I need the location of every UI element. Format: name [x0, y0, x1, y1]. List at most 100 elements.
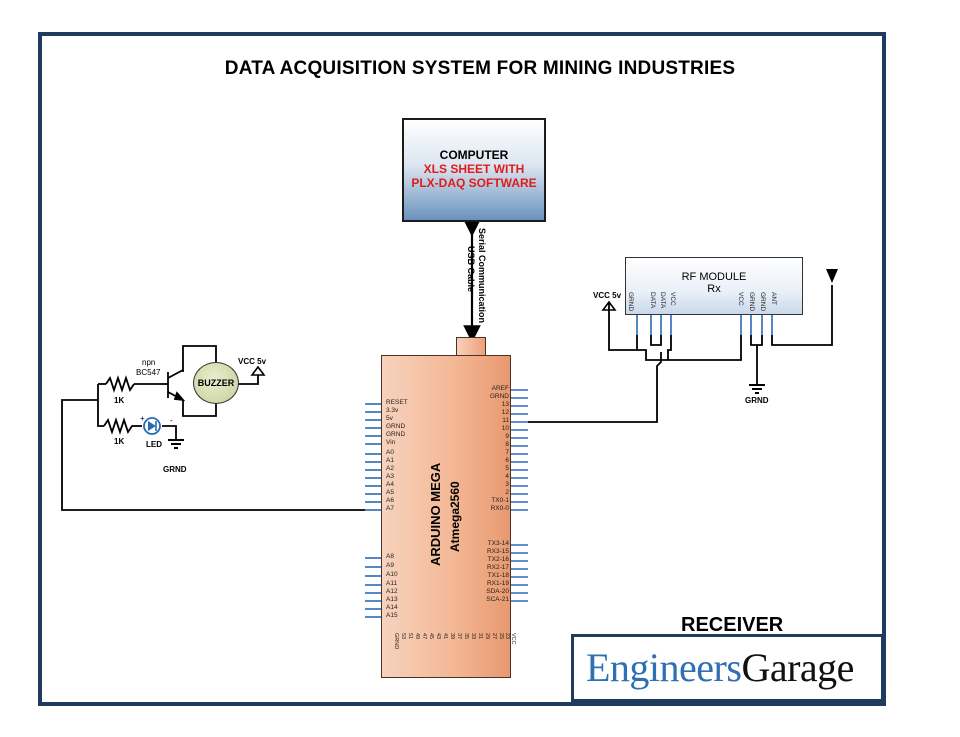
pin-label: 33 [470, 633, 476, 640]
computer-box: COMPUTER XLS SHEET WITH PLX-DAQ SOFTWARE [402, 118, 546, 222]
pin-label: RX3-15 [486, 548, 509, 555]
pin-label: 27 [491, 633, 497, 640]
pin-label: A8 [386, 553, 394, 560]
transistor-model-label: BC547 [136, 368, 161, 377]
wire-pin11-to-rf [528, 352, 662, 423]
pin-label: A14 [386, 604, 398, 611]
diagram-frame [38, 32, 886, 706]
pin-label: TX2-16 [487, 556, 509, 563]
pin-label: 37 [456, 633, 462, 640]
pin-label: RX1-19 [486, 580, 509, 587]
pin-label: 5 [505, 465, 509, 472]
resistor-bottom-label: 1K [114, 437, 125, 446]
pin-label: A6 [386, 497, 394, 504]
pin-label: GRND [386, 423, 406, 430]
pin-label: 47 [421, 633, 427, 640]
pin-label: SCA-21 [486, 596, 509, 603]
rf-pin-label: GRND [748, 292, 755, 312]
pin-label: 5v [386, 415, 393, 422]
pin-label: 10 [501, 425, 509, 432]
rf-module-subtitle: Rx [707, 283, 721, 295]
diagram-title: DATA ACQUISITION SYSTEM FOR MINING INDUS… [224, 58, 736, 79]
resistor-top-label: 1K [114, 396, 125, 405]
pin-label: 9 [505, 433, 509, 440]
npn-transistor-symbol [160, 369, 186, 402]
usb-cable-label: USB Cable [466, 246, 476, 293]
rf-pin-label: VCC [669, 292, 676, 306]
led-minus-label: - [170, 416, 173, 425]
pin-label: 43 [435, 633, 441, 640]
pin-label: A5 [386, 489, 394, 496]
engineers-garage-logo: EngineersGarage [571, 634, 884, 702]
pin-label: A12 [386, 588, 398, 595]
computer-label: COMPUTER [439, 148, 509, 162]
pin-label: 31 [477, 633, 483, 640]
transistor-type-label: npn [142, 358, 156, 367]
pin-label: 13 [501, 401, 509, 408]
pin-label: A1 [386, 457, 394, 464]
pin-label: 2 [505, 489, 509, 496]
receiver-label: RECEIVER [681, 614, 784, 636]
pin-label: VCC [510, 633, 516, 645]
buzzer: BUZZER [193, 362, 239, 404]
rf-pin-label: GRND [759, 292, 766, 312]
pin-label: TX1-18 [487, 572, 509, 579]
antenna-symbol [826, 269, 838, 283]
pin-label: A11 [386, 580, 398, 587]
pin-label: A0 [386, 449, 394, 456]
arduino-right-pin-stubs [511, 389, 528, 602]
pin-label: 3 [505, 481, 509, 488]
pin-label: 6 [505, 457, 509, 464]
pin-label: A3 [386, 473, 394, 480]
alarm-vcc-symbol [250, 365, 266, 376]
rf-wiring [608, 285, 833, 385]
pin-label: SDA-20 [486, 588, 509, 595]
rf-pin-label: VCC [737, 292, 744, 306]
rf-pin-label: DATA [649, 292, 656, 309]
pin-label: RESET [386, 399, 408, 406]
pin-label: 39 [449, 633, 455, 640]
alarm-wiring [61, 345, 365, 511]
pin-label: A4 [386, 481, 394, 488]
rf-vcc-label: VCC 5v [593, 291, 622, 300]
rf-pin-label: GRND [627, 292, 634, 312]
pin-label: GRND [393, 633, 399, 650]
computer-software-line2: PLX-DAQ SOFTWARE [411, 176, 537, 190]
pin-label: 51 [407, 633, 413, 640]
pin-label: GRND [489, 393, 509, 400]
pin-label: A10 [386, 571, 398, 578]
pin-label: 12 [501, 409, 509, 416]
pin-label: RX2-17 [486, 564, 509, 571]
pin-label: GRND [386, 431, 406, 438]
pin-label: A13 [386, 596, 398, 603]
resistor-1k-bottom [103, 417, 134, 435]
rf-pin-stubs [636, 315, 773, 335]
pin-label: RX0-0 [490, 505, 509, 512]
pin-label: 8 [505, 441, 509, 448]
arduino-chip: Atmega2560 [448, 481, 462, 552]
logo-part2: Garage [741, 645, 854, 690]
led-symbol [143, 417, 161, 435]
rf-pin-label: DATA [659, 292, 666, 309]
rf-pin-label: ANT [770, 292, 777, 305]
resistor-1k-top [105, 375, 135, 393]
led-label: LED [146, 440, 162, 449]
arduino-name: ARDUINO MEGA [428, 462, 443, 566]
computer-software-line1: XLS SHEET WITH [423, 162, 525, 176]
pin-label: A2 [386, 465, 394, 472]
pin-label: 29 [484, 633, 490, 640]
pin-label: 41 [442, 633, 448, 640]
pin-label: 7 [505, 449, 509, 456]
alarm-ground-label: GRND [163, 465, 187, 474]
logo-part1: Engineers [586, 645, 742, 690]
arduino-mega-board [381, 355, 511, 678]
serial-communication-label: Serial Communication [477, 228, 487, 324]
rf-ground-label: GRND [745, 396, 769, 405]
pin-label: TX3-14 [487, 540, 509, 547]
pin-label: Vin [386, 439, 396, 446]
pin-label: 4 [505, 473, 509, 480]
alarm-ground-symbol [168, 439, 184, 449]
rf-module-title: RF MODULE [681, 271, 747, 283]
led-plus-label: + [140, 414, 145, 423]
pin-label: 49 [414, 633, 420, 640]
